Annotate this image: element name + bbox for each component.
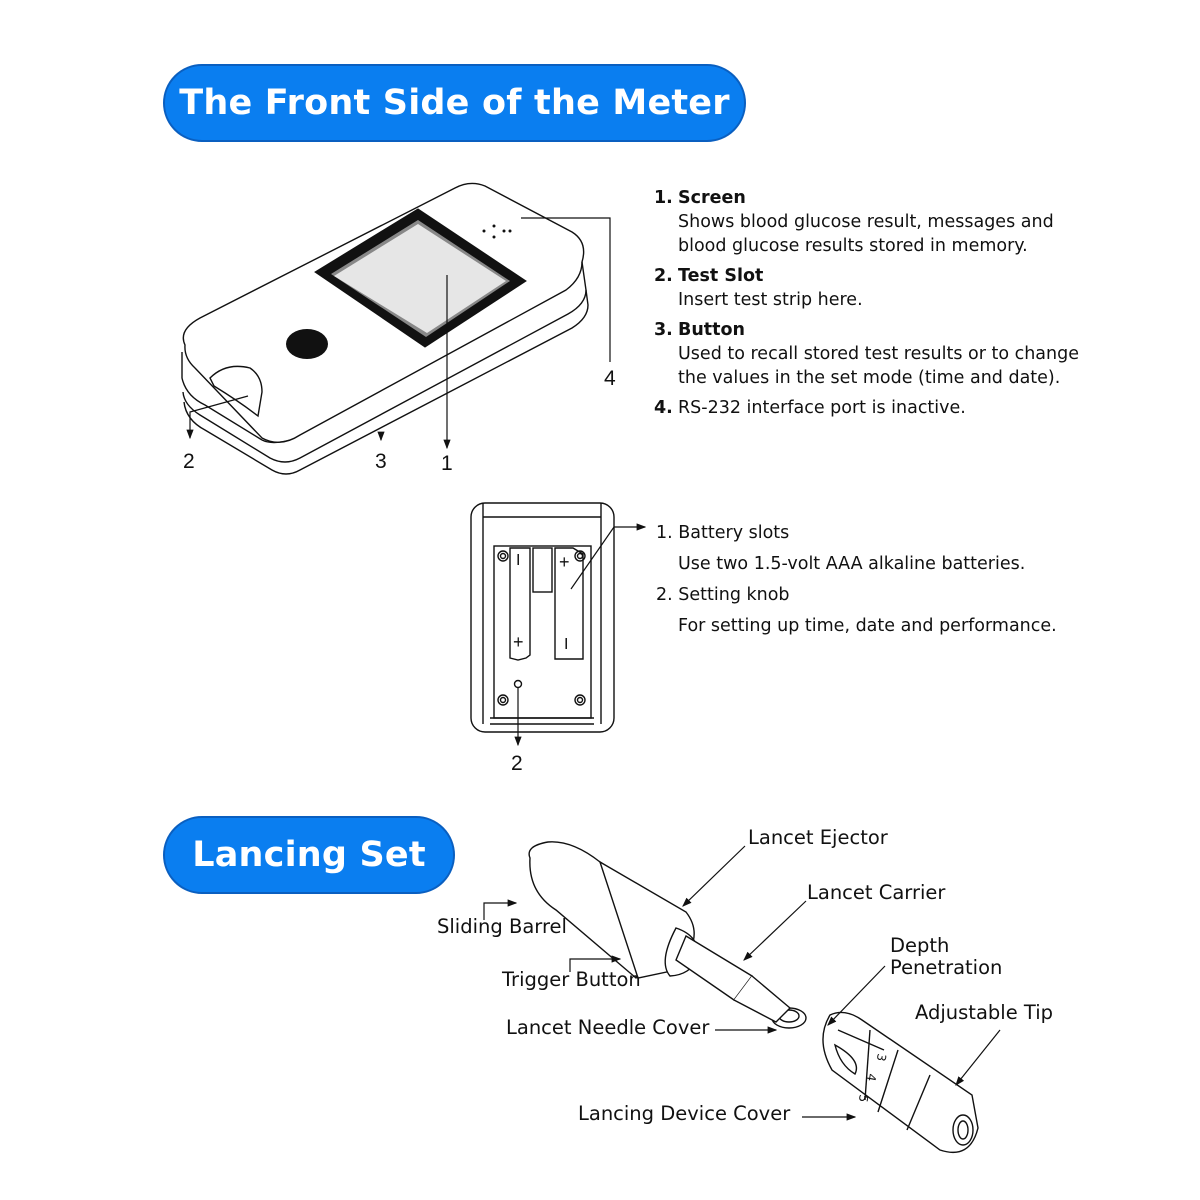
callout-number-setting-knob: 2 [511,752,523,775]
depth-marks: 3 4 5 [856,1052,889,1103]
leader-battery-slots [570,523,647,590]
label-sliding-barrel: Sliding Barrel [437,915,567,938]
meter-body [181,182,589,475]
meter-back-illustration [470,502,615,733]
leader-lancet-carrier [743,900,807,961]
legend-desc: Used to recall stored test results or to… [678,344,1079,364]
legend-title: Setting knob [678,585,790,605]
legend-desc: Use two 1.5-volt AAA alkaline batteries. [678,554,1026,574]
svg-text:5: 5 [856,1093,871,1103]
battery-mark: + [513,632,524,652]
label-depth-line1: Depth [890,934,950,957]
label-lancet-carrier: Lancet Carrier [807,881,946,904]
legend-desc: blood glucose results stored in memory. [678,236,1028,256]
label-lancet-needle-cover: Lancet Needle Cover [506,1016,710,1039]
legend-desc: the values in the set mode (time and dat… [678,368,1061,388]
legend-desc: For setting up time, date and performanc… [678,616,1057,636]
legend-title: Screen [678,188,746,208]
back-legend: 1. Battery slots Use two 1.5-volt AAA al… [656,518,1126,642]
front-legend: 1.Screen Shows blood glucose result, mes… [654,186,1124,426]
legend-title: Battery slots [678,523,790,543]
leader-adjustable-tip [955,1029,1001,1086]
legend-desc: RS-232 interface port is inactive. [678,398,966,418]
label-lancet-ejector: Lancet Ejector [748,826,888,849]
section-title-lancing: Lancing Set [192,835,426,875]
lancing-device-illustration [528,841,807,1029]
legend-item-battery-slots: 1. Battery slots [656,518,1126,549]
svg-text:3: 3 [874,1052,889,1062]
battery-mark: + [559,552,570,572]
legend-number: 1. [654,188,673,208]
leader-line-2 [186,395,249,440]
label-depth-line2: Penetration [890,956,1003,979]
label-lancing-device-cover: Lancing Device Cover [578,1102,791,1125]
setting-knob [513,679,523,689]
test-slot [209,365,263,418]
callout-number-3: 3 [375,450,387,473]
legend-item-button: 3.Button Used to recall stored test resu… [654,318,1124,390]
battery-mark: I [516,552,521,569]
legend-desc: Insert test strip here. [678,290,863,310]
legend-number: 2. [654,266,673,286]
legend-number: 3. [654,320,673,340]
lancet-needle-cover-shape [771,1007,807,1029]
callout-number-2: 2 [183,450,195,473]
section-banner-lancing: Lancing Set [163,816,455,894]
leader-line-4 [521,217,611,362]
legend-title: Button [678,320,746,340]
sliding-barrel-shape [528,841,681,980]
svg-text:4: 4 [864,1072,879,1082]
legend-number: 4. [654,398,673,418]
legend-item-setting-knob: 2. Setting knob [656,580,1126,611]
leader-depth-penetration [827,965,886,1026]
label-adjustable-tip: Adjustable Tip [915,1001,1054,1024]
lancet-carrier-shape [675,934,754,1001]
section-banner-front: The Front Side of the Meter [163,64,746,142]
legend-number: 1. [656,523,673,543]
legend-item-test-slot: 2.Test Slot Insert test strip here. [654,264,1124,312]
legend-item-screen: 1.Screen Shows blood glucose result, mes… [654,186,1124,258]
legend-desc: Shows blood glucose result, messages and [678,212,1054,232]
legend-title: Test Slot [678,266,764,286]
section-title-front: The Front Side of the Meter [179,83,730,123]
battery-mark: I [564,636,569,653]
label-trigger-button: Trigger Button [502,968,641,991]
callout-number-1: 1 [441,452,453,475]
meter-button [286,329,328,359]
meter-screen [314,208,527,348]
lancet-ejector-ring [664,927,699,977]
speaker-holes [482,224,512,239]
callout-number-4: 4 [604,367,616,390]
lancing-device-cover-illustration [822,1011,979,1154]
label-depth-penetration: Depth Penetration [890,935,1002,979]
legend-number: 2. [656,585,673,605]
leader-lancet-ejector [682,845,746,907]
legend-item-rs232: 4.RS-232 interface port is inactive. [654,396,1124,420]
